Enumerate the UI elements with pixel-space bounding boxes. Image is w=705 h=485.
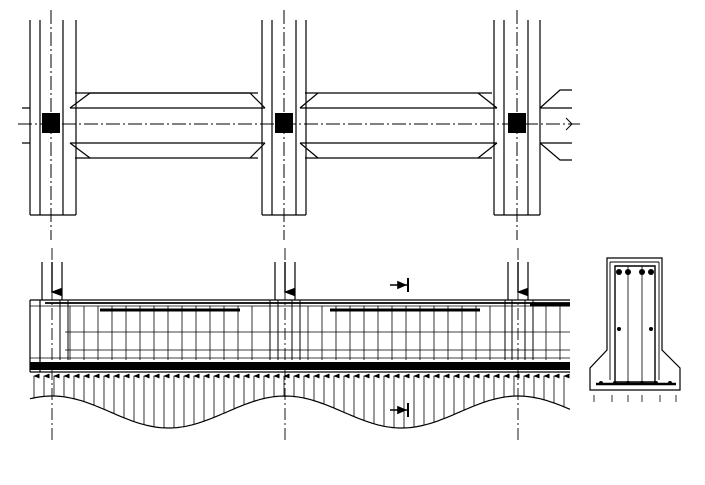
plan-column-3	[508, 113, 526, 133]
plan-columns	[42, 113, 526, 133]
column-zones	[59, 300, 534, 360]
plan-center-lines	[18, 10, 580, 240]
section-mark-top	[390, 278, 409, 292]
elevation-columns	[41, 262, 529, 300]
reaction-curve	[29, 395, 571, 429]
break-mark	[565, 117, 573, 131]
section-rebars	[599, 269, 672, 385]
section-marks	[390, 278, 409, 417]
plan-beam-outlines	[22, 89, 572, 161]
plan-view	[18, 10, 580, 240]
plan-column-2	[275, 113, 293, 133]
plan-column-1	[42, 113, 60, 133]
stirrups	[69, 306, 561, 360]
section-view	[589, 257, 681, 402]
plan-column-strips	[29, 20, 541, 216]
elevation-center-lines	[51, 248, 519, 440]
elevation-view	[29, 248, 571, 440]
soil-reaction	[33, 373, 570, 428]
section-mark-bottom	[390, 403, 409, 417]
